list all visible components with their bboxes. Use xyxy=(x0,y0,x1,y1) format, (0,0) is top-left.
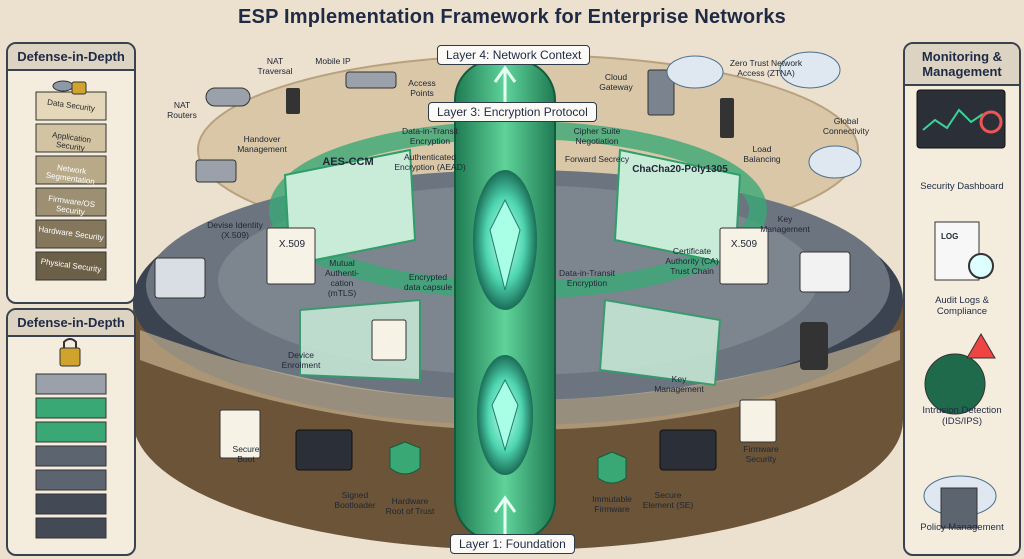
audit-logs-label: Audit Logs & Compliance xyxy=(935,295,989,317)
label-chacha: ChaCha20-Poly1305 xyxy=(632,164,728,175)
label-aead: Authenticated Encryption (AEAD) xyxy=(394,152,466,172)
label-immutable-firmware: Immutable Firmware xyxy=(592,494,632,514)
label-forward-secrecy: Forward Secrecy xyxy=(564,154,630,164)
layer4-title: Layer 4: Network Context xyxy=(437,45,591,65)
label-nat-routers: NAT Routers xyxy=(167,100,197,120)
log-text: LOG xyxy=(941,232,959,241)
panel-title: Monitoring & Management xyxy=(905,44,1019,86)
label-signed-bootloader: Signed Bootloader xyxy=(334,490,376,510)
label-secure-boot: Secure Boot xyxy=(232,444,260,464)
panel-title: Defense-in-Depth xyxy=(8,310,134,337)
layer-stack-icon xyxy=(35,80,107,281)
monitoring-panel: Monitoring & Management Security Dashboa… xyxy=(903,42,1021,556)
label-key-management-lower: Key Management xyxy=(654,374,704,394)
page-title: ESP Implementation Framework for Enterpr… xyxy=(238,6,786,28)
label-cloud-gateway: Cloud Gateway xyxy=(599,72,633,92)
label-secure-element: Secure Element (SE) xyxy=(642,490,694,510)
label-cipher-suite: Cipher Suite Negotiation xyxy=(573,126,621,146)
label-x509-left: X.509 xyxy=(278,239,306,250)
label-aes-ccm: AES-CCM xyxy=(322,156,374,168)
defense-in-depth-panel-top: Defense-in-Depth Data Security Applicati… xyxy=(6,42,136,304)
label-firmware-security: Firmware Security xyxy=(743,444,779,464)
label-mtls: Mutual Authenti-cation (mTLS) xyxy=(324,258,360,298)
label-hardware-root: Hardware Root of Trust xyxy=(385,496,435,516)
label-data-in-transit-top: Data-in-Transit Encryption xyxy=(402,126,458,146)
intrusion-detection-label: Intrusion Detection (IDS/IPS) xyxy=(922,405,1002,427)
label-access-points: Access Points xyxy=(408,78,436,98)
label-nat-traversal: NAT Traversal xyxy=(257,56,293,76)
label-load-balancing: Load Balancing xyxy=(743,144,781,164)
label-handover: Handover Management xyxy=(237,134,287,154)
label-device-identity: Devise Identity (X.509) xyxy=(207,220,263,240)
label-key-management-right: Key Management xyxy=(760,214,810,234)
policy-management-label: Policy Management xyxy=(920,522,1004,533)
monitoring-icons xyxy=(916,89,1006,529)
label-device-enrolment: Device Enrolment xyxy=(281,350,321,370)
label-mobile-ip: Mobile IP xyxy=(315,56,351,66)
label-data-in-transit-mid: Data-in-Transit Encryption xyxy=(559,268,615,288)
layer1-title: Layer 1: Foundation xyxy=(450,534,575,554)
defense-in-depth-panel-bottom: Defense-in-Depth xyxy=(6,308,136,556)
layer3-title: Layer 3: Encryption Protocol xyxy=(428,102,597,122)
label-global-connectivity: Global Connectivity xyxy=(822,116,870,136)
label-encrypted-capsule: Encrypted data capsule xyxy=(403,272,453,292)
panel-title: Defense-in-Depth xyxy=(8,44,134,71)
label-x509-right: X.509 xyxy=(730,239,758,250)
label-ca-chain: Certificate Authority (CA) Trust Chain xyxy=(665,246,719,276)
label-ztna: Zero Trust Network Access (ZTNA) xyxy=(729,58,803,78)
security-dashboard-label: Security Dashboard xyxy=(920,181,1004,192)
layer-stack-green-icon xyxy=(35,338,107,539)
